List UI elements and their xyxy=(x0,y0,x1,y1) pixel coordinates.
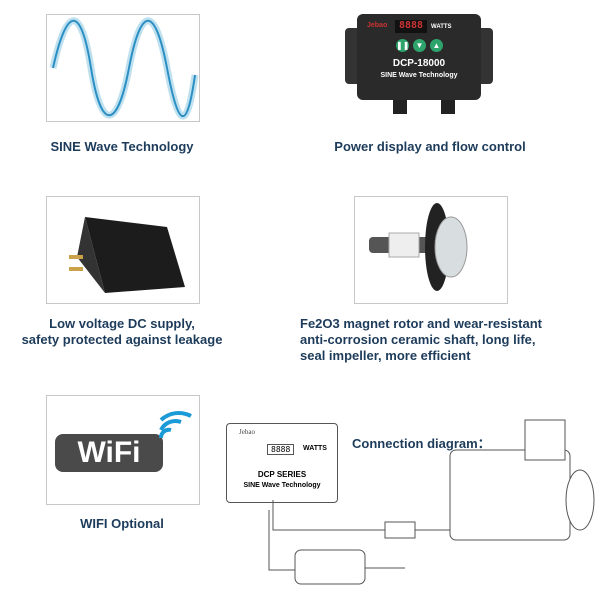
brand-logo: Jebao xyxy=(367,22,388,29)
wifi-logo: WiFi xyxy=(55,434,163,472)
connection-lines xyxy=(268,419,595,585)
controller-caption: Power display and flow control xyxy=(334,139,526,154)
caption-line: Fe2O3 magnet rotor and wear-resistant xyxy=(300,316,543,331)
wifi-panel: WiFi xyxy=(46,395,200,505)
pump-drawing xyxy=(449,449,571,541)
power-display: 8888 xyxy=(395,20,427,33)
diagram-title: Connection diagram： xyxy=(352,436,491,451)
diagram-subtitle: SINE Wave Technology xyxy=(243,482,321,489)
sine-wave-panel xyxy=(46,14,200,122)
up-button[interactable]: ▲ xyxy=(430,39,443,52)
power-adapter-icon xyxy=(69,217,185,293)
sine-caption: SINE Wave Technology xyxy=(50,139,194,154)
adapter-caption: Low voltage DC supply, safety protected … xyxy=(2,316,242,348)
pause-button[interactable]: ❚❚ xyxy=(396,39,410,52)
diagram-brand: Jebao xyxy=(239,428,255,436)
rotor-icon xyxy=(369,203,468,291)
sine-wave-icon xyxy=(49,17,199,120)
adapter-panel xyxy=(46,196,200,304)
controller-image: Jebao 8888 WATTS ❚❚ ▼ ▲ DCP-18000 SINE W… xyxy=(345,14,493,114)
wifi-signal-icon xyxy=(159,410,192,439)
diagram-model: DCP SERIES xyxy=(257,470,307,479)
caption-line: Low voltage DC supply, xyxy=(49,316,195,331)
diagram-watts: WATTS xyxy=(303,445,327,452)
caption-line: safety protected against leakage xyxy=(21,332,223,347)
caption-line: seal impeller, more efficient xyxy=(300,348,471,363)
rotor-panel xyxy=(354,196,508,304)
model-label: DCP-18000 xyxy=(392,58,446,69)
watts-label: WATTS xyxy=(431,24,452,30)
caption-line: anti-corrosion ceramic shaft, long life, xyxy=(300,332,536,347)
wifi-caption: WIFI Optional xyxy=(80,516,164,531)
controller-subtitle: SINE Wave Technology xyxy=(380,72,458,79)
down-button[interactable]: ▼ xyxy=(413,39,426,52)
diagram-display: 8888 xyxy=(267,444,295,455)
diagram-controller: Jebao 8888 WATTS DCP SERIES SINE Wave Te… xyxy=(226,423,338,503)
rotor-caption: Fe2O3 magnet rotor and wear-resistant an… xyxy=(300,316,570,364)
